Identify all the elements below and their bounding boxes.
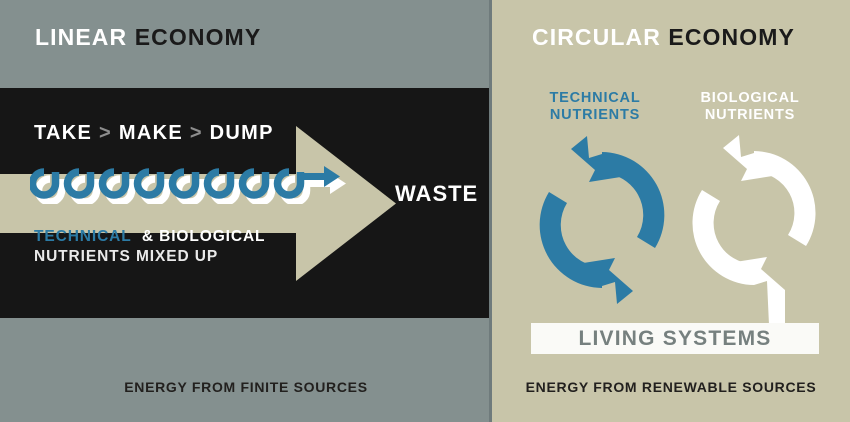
biological-caption-line-2: NUTRIENTS [704, 107, 796, 123]
technical-caption-line-2: NUTRIENTS [549, 107, 641, 123]
linear-economy-heading: LINEAR ECONOMY [35, 24, 261, 51]
biological-caption-line-1: BIOLOGICAL [700, 90, 800, 106]
flow-step-make: MAKE [118, 122, 183, 144]
technical-nutrients-cycle-icon [539, 136, 665, 304]
linear-energy-footer: ENERGY FROM FINITE SOURCES [124, 379, 368, 395]
waste-label: WASTE [395, 181, 479, 206]
mixed-biological-label: & BIOLOGICAL [141, 228, 266, 245]
circular-heading-primary: CIRCULAR [532, 24, 661, 50]
flow-separator-2: > [189, 122, 203, 144]
linear-heading-primary: LINEAR [35, 24, 128, 50]
technical-nutrients-caption: TECHNICAL NUTRIENTS [540, 90, 650, 124]
linear-heading-secondary: ECONOMY [134, 24, 262, 50]
flow-separator-1: > [99, 122, 113, 144]
linear-flow-stage: TAKE > MAKE > DUMP TECHNICAL & BIOLOGICA… [0, 88, 492, 318]
technical-caption-line-1: TECHNICAL [549, 90, 641, 106]
mixed-nutrients-coil-icon [30, 166, 346, 204]
living-systems-banner: LIVING SYSTEMS [531, 323, 819, 354]
mixed-nutrients-line-2: NUTRIENTS MIXED UP [34, 248, 219, 265]
linear-economy-panel: LINEAR ECONOMY [0, 0, 492, 422]
biological-nutrients-cycle-icon [692, 135, 816, 325]
take-make-dump-label: TAKE > MAKE > DUMP [34, 122, 274, 145]
mixed-technical-label: TECHNICAL [34, 228, 132, 245]
biological-nutrients-caption: BIOLOGICAL NUTRIENTS [690, 90, 810, 124]
panel-divider [489, 0, 492, 422]
circular-heading-secondary: ECONOMY [668, 24, 795, 50]
flow-step-take: TAKE [34, 122, 93, 144]
mixed-nutrients-line-1: TECHNICAL & BIOLOGICAL [34, 228, 265, 246]
flow-step-dump: DUMP [209, 122, 274, 144]
circular-energy-footer: ENERGY FROM RENEWABLE SOURCES [525, 379, 817, 395]
circular-economy-heading: CIRCULAR ECONOMY [532, 24, 795, 51]
living-systems-label: LIVING SYSTEMS [578, 326, 772, 350]
